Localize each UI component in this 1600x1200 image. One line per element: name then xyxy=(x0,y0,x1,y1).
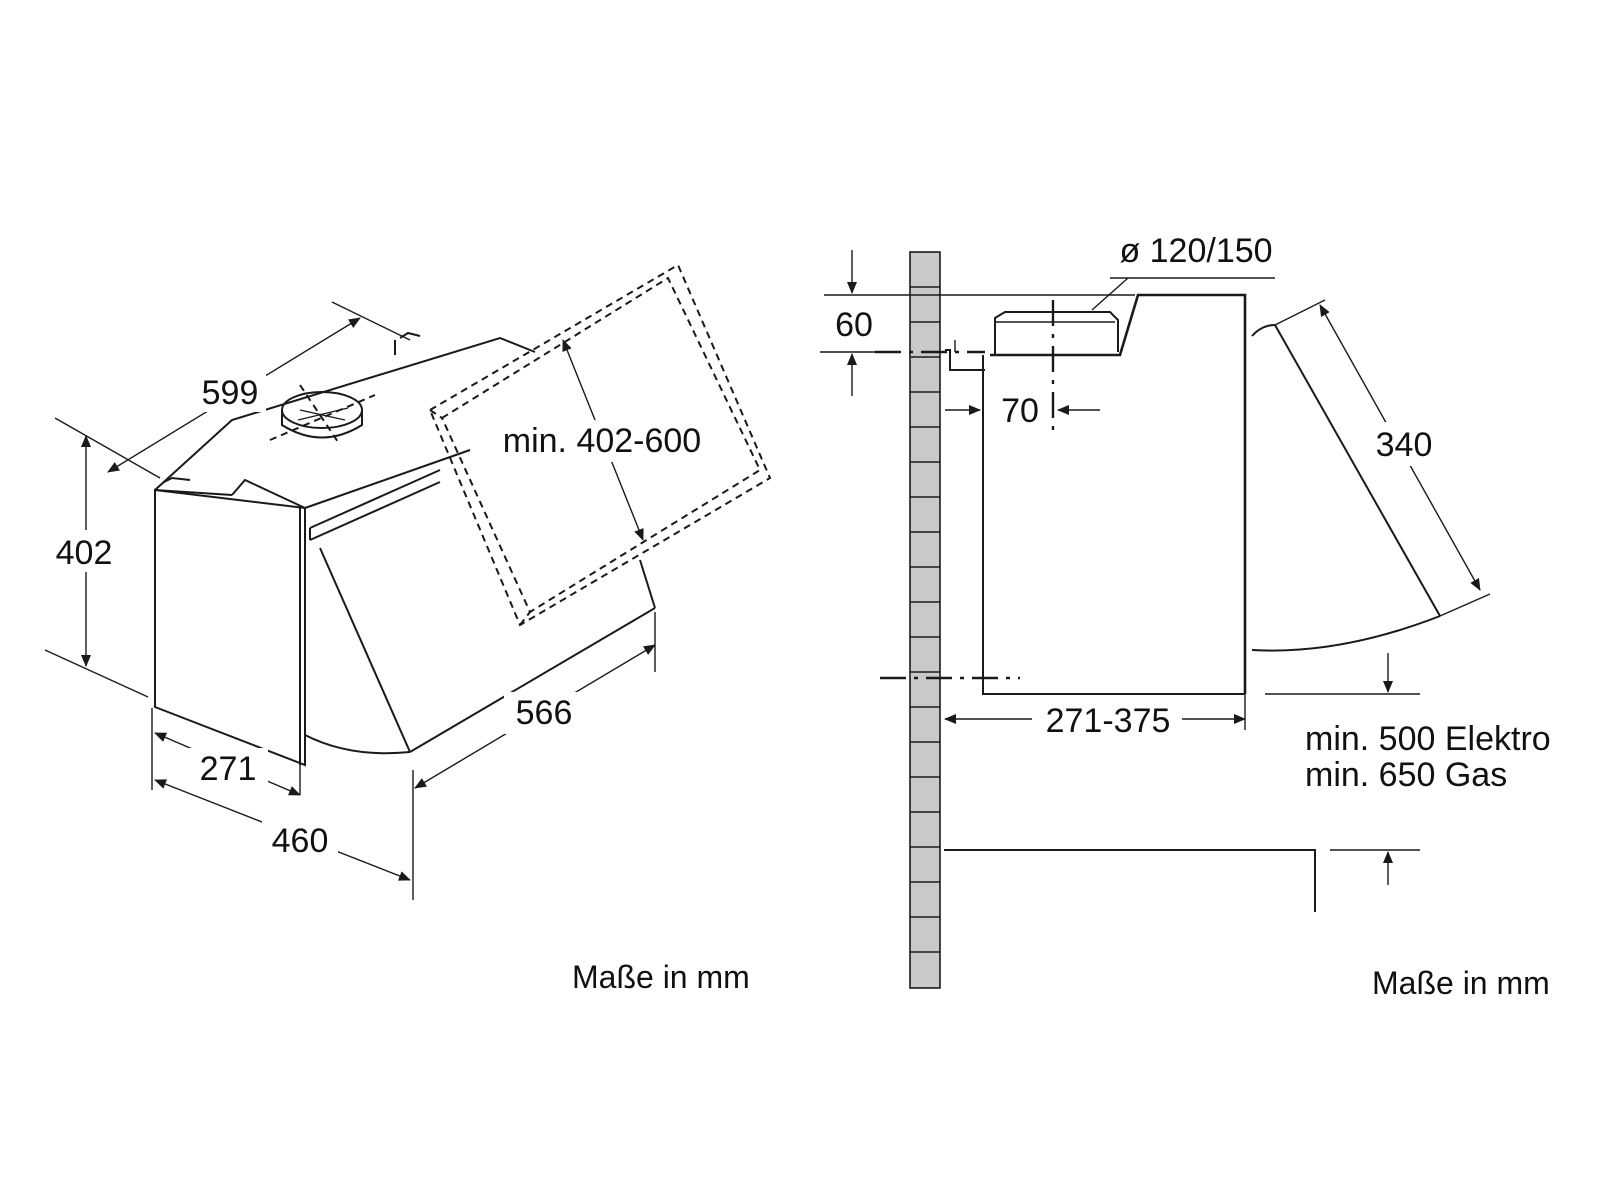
clearance-electric-label: min. 500 Elektro xyxy=(1305,720,1551,758)
dim-visor-340: 340 xyxy=(1274,299,1491,617)
dim-depth-total-label: 460 xyxy=(272,822,329,860)
units-note-right: Maße in mm xyxy=(1372,965,1550,1001)
isometric-view: 599 402 min. 402-600 271 460 xyxy=(44,263,772,995)
dim-depth-left: 271 460 xyxy=(151,708,414,900)
dim-side-label: 566 xyxy=(516,694,573,732)
dim-depth-range-label: 271-375 xyxy=(1046,702,1171,740)
dim-duct-diameter: ø 120/150 xyxy=(1091,232,1275,311)
dim-offset-top-label: 60 xyxy=(835,306,873,344)
dim-extension-label: min. 402-600 xyxy=(503,422,701,460)
section-view: 60 ø 120/150 70 340 271-375 xyxy=(820,232,1551,1001)
dim-height-label: 402 xyxy=(56,534,113,572)
dim-offset-wall-label: 70 xyxy=(1001,392,1039,430)
dim-extension: min. 402-600 xyxy=(495,339,710,541)
dim-side-566: 566 xyxy=(414,612,656,789)
worktop xyxy=(944,849,1316,912)
clearance-dimension: min. 500 Elektro min. 650 Gas xyxy=(1265,653,1551,885)
dim-width-599: 599 xyxy=(54,301,411,479)
dim-height-402: 402 xyxy=(44,435,149,698)
clearance-gas-label: min. 650 Gas xyxy=(1305,756,1507,794)
extension-panel-outline xyxy=(428,263,772,627)
dim-visor-label: 340 xyxy=(1376,426,1433,464)
wall xyxy=(909,251,941,989)
dim-depth-range: 271-375 xyxy=(944,694,1246,740)
dim-offset-70: 70 xyxy=(945,392,1100,430)
hood-profile xyxy=(945,293,1441,695)
dim-offset-60: 60 xyxy=(820,250,1135,396)
units-note-left: Maße in mm xyxy=(572,959,750,995)
dim-duct-label: ø 120/150 xyxy=(1119,232,1272,270)
duct-collar xyxy=(269,384,376,446)
dim-width-label: 599 xyxy=(202,374,259,412)
dim-depth-top-label: 271 xyxy=(200,750,257,788)
